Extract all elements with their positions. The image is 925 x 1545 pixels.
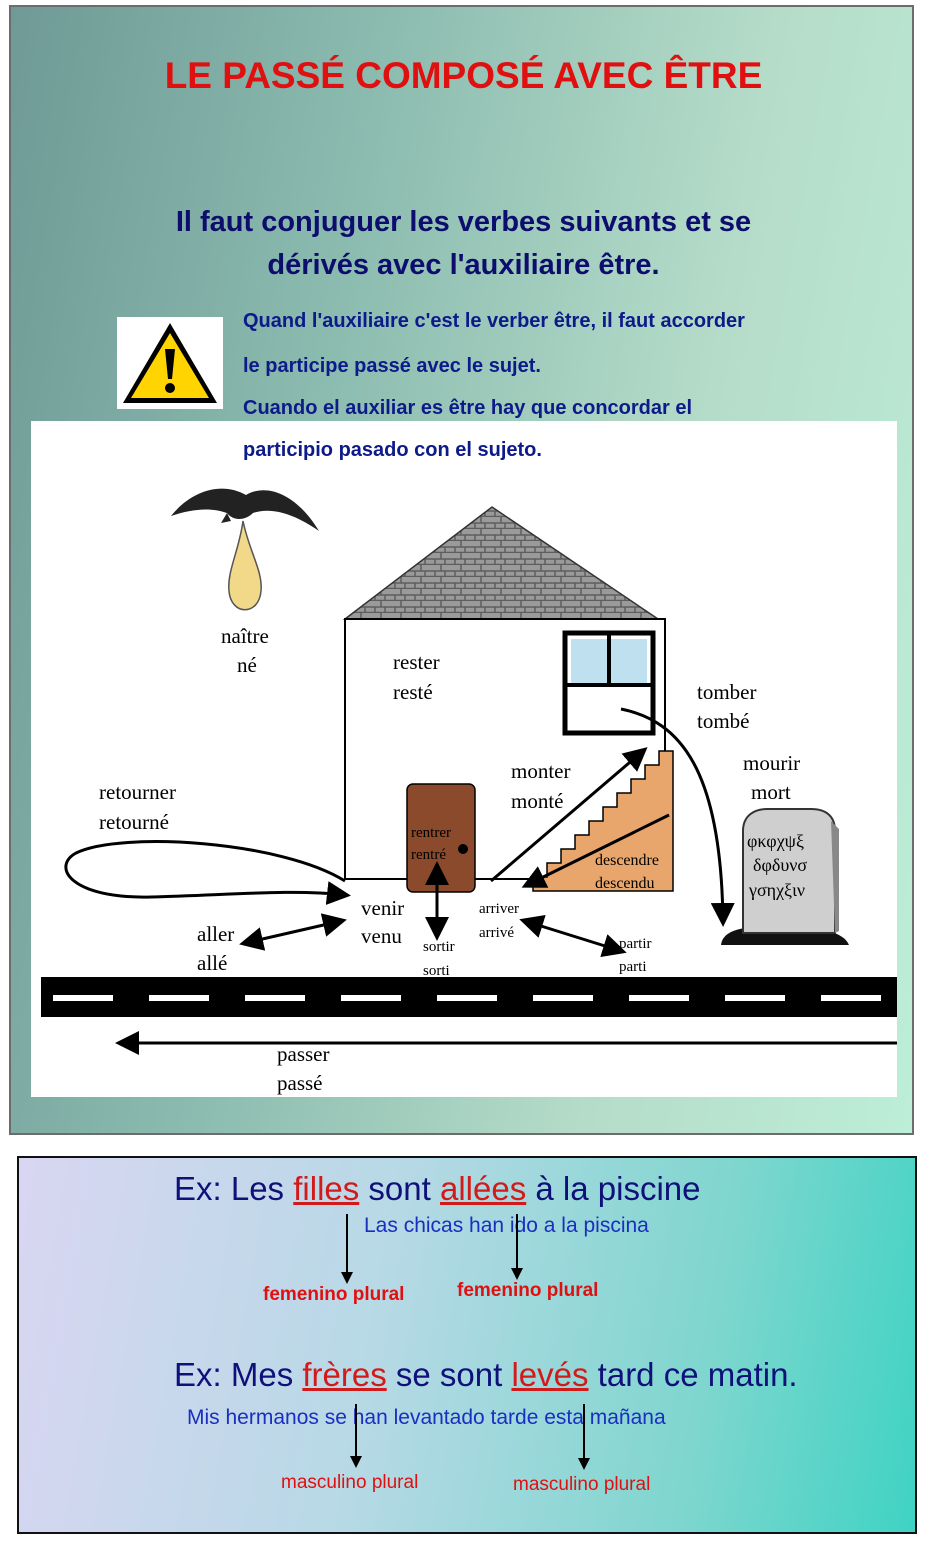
arrow-descendre [521,813,670,888]
verb-arriver-participle: arrivé [479,925,514,941]
verb-sortir-infinitive: sortir [423,939,455,955]
verb-rentrer-participle: rentré [411,847,446,863]
verb-monter-participle: monté [511,789,564,813]
verb-naitre-infinitive: naître [221,624,269,648]
info-panel: LE PASSÉ COMPOSÉ AVEC ÊTRE Il faut conju… [9,5,914,1135]
verb-venir-participle: venu [361,924,402,948]
verb-house-diagram: naître né φκφχψξ δφδυνσ γσηχξιν [31,421,897,1097]
example-1-sentence: Ex: Les filles sont allées à la piscine [174,1170,700,1208]
example-2-arrow-1 [350,1404,362,1468]
tombstone-line-2: δφδυνσ [753,855,807,875]
example-1-prefix: Ex: Les [174,1170,294,1207]
example-2-auxiliary: se sont [386,1356,512,1393]
verb-arriver-infinitive: arriver [479,901,519,917]
example-2-suffix: tard ce matin. [588,1356,798,1393]
verb-aller-participle: allé [197,951,227,975]
example-1-translation: Las chicas han ido a la piscina [364,1214,649,1237]
example-1-suffix: à la piscine [526,1170,701,1207]
verb-mourir-participle: mort [751,780,791,804]
note-fr-line-2: le participe passé avec le sujet. [243,355,541,377]
arrow-retourner [64,840,351,905]
verb-tomber-infinitive: tomber [697,680,756,704]
verb-descendre-participle: descendu [595,875,655,892]
arrow-aller [239,913,347,951]
verb-rester-participle: resté [393,680,433,704]
house-roof [342,506,661,620]
example-2-subject: frères [302,1356,387,1393]
example-1-participle: allées [439,1170,527,1207]
examples-panel: Ex: Les filles sont allées à la piscine … [17,1156,917,1534]
example-1-subject: filles [293,1170,360,1207]
subtitle-line-1: Il faut conjuguer les verbes suivants et… [175,206,752,238]
page-title: LE PASSÉ COMPOSÉ AVEC ÊTRE [164,55,763,96]
verb-passer-participle: passé [277,1071,323,1095]
verb-sortir-participle: sorti [423,963,450,979]
example-2-prefix: Ex: Mes [174,1356,303,1393]
staircase [532,750,674,892]
verb-partir-participle: parti [619,959,647,975]
verb-rentrer-infinitive: rentrer [411,825,451,841]
example-1-tag-1: femenino plural [263,1284,405,1305]
arrow-partir [519,914,627,958]
baby-drop-icon [228,520,262,611]
example-1-arrow-2 [511,1214,523,1280]
verb-retourner-infinitive: retourner [99,780,176,804]
warning-icon [117,317,223,409]
note-es-line-1: Cuando el auxiliar es être hay que conco… [243,397,693,419]
note-es-line-2: participio pasado con el sujeto. [243,439,542,461]
verb-passer-infinitive: passer [277,1042,329,1066]
example-2-tag-2: masculino plural [513,1474,651,1495]
arrow-tomber [620,707,735,927]
verb-tomber-participle: tombé [697,709,750,733]
tombstone-icon [721,808,849,945]
arrow-monter [490,747,648,883]
note-fr-line-1: Quand l'auxiliaire c'est le verber être,… [243,310,745,332]
example-2-tag-1: masculino plural [281,1472,419,1493]
stork-icon [171,488,319,531]
tombstone-line-1: φκφχψξ [747,831,804,851]
verb-aller-infinitive: aller [197,922,234,946]
example-1-arrow-1 [341,1214,353,1284]
house-window [562,630,656,736]
verb-rester-infinitive: rester [393,650,440,674]
example-2-translation: Mis hermanos se han levantado tarde esta… [187,1406,666,1429]
verb-descendre-infinitive: descendre [595,852,659,869]
example-2-participle: levés [511,1356,589,1393]
verb-naitre-participle: né [237,653,257,677]
example-1-auxiliary: sont [359,1170,440,1207]
verb-monter-infinitive: monter [511,759,570,783]
subtitle-line-2: dérivés avec l'auxiliaire être. [267,249,660,281]
verb-retourner-participle: retourné [99,810,169,834]
example-2-arrow-2 [578,1404,590,1470]
verb-mourir-infinitive: mourir [743,751,800,775]
verb-venir-infinitive: venir [361,896,404,920]
example-2-sentence: Ex: Mes frères se sont levés tard ce mat… [174,1356,798,1394]
subtitle: Il faut conjuguer les verbes suivants et… [11,201,916,287]
verb-partir-infinitive: partir [619,936,651,952]
road-dashes [53,995,881,1001]
example-1-tag-2: femenino plural [457,1280,599,1301]
tombstone-line-3: γσηχξιν [748,880,805,900]
